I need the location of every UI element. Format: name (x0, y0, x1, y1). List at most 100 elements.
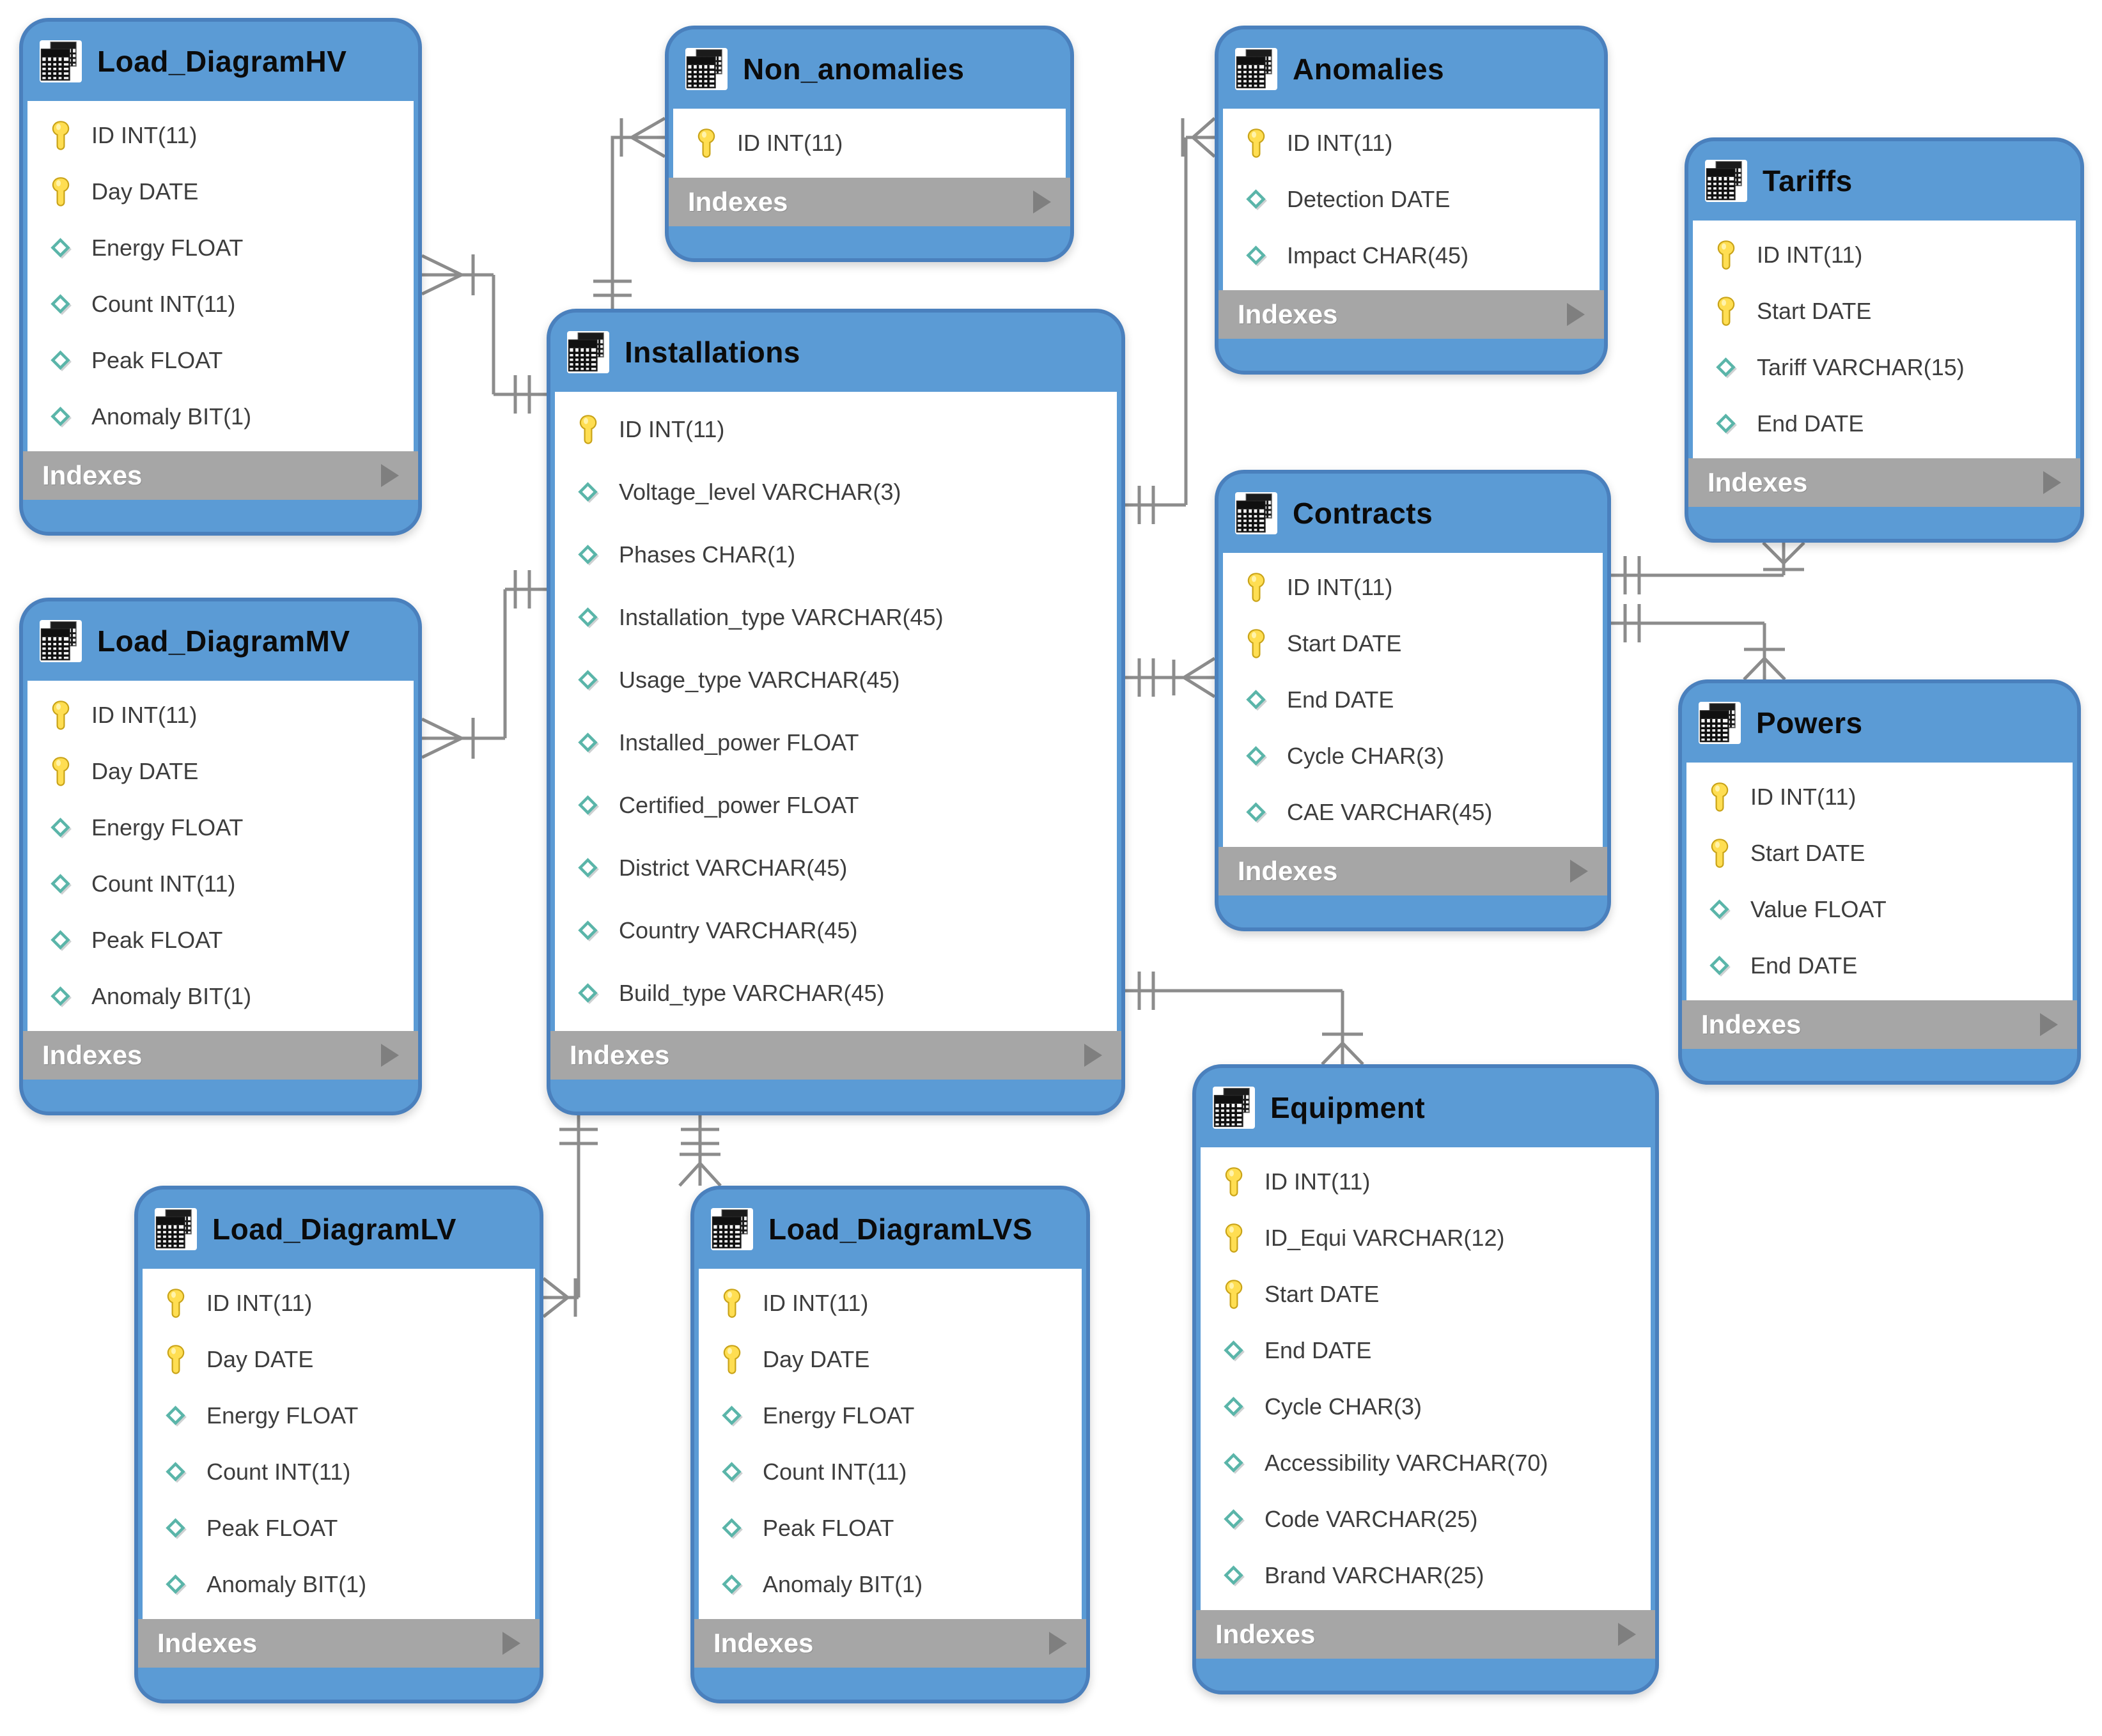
column-row[interactable]: Build_type VARCHAR(45) (555, 962, 1117, 1025)
column-row[interactable]: Peak FLOAT (699, 1500, 1082, 1556)
column-row[interactable]: Day DATE (27, 743, 414, 800)
column-row[interactable]: ID INT(11) (555, 398, 1117, 461)
table-header-load_diagram_lv[interactable]: Load_DiagramLV (138, 1190, 540, 1269)
column-row[interactable]: ID INT(11) (1693, 227, 2076, 283)
table-header-tariffs[interactable]: Tariffs (1688, 141, 2080, 221)
column-row[interactable]: Anomaly BIT(1) (143, 1556, 535, 1613)
indexes-bar-load_diagram_lv[interactable]: Indexes (138, 1619, 540, 1668)
relationship-installations-non_anomalies[interactable]: Installations one-to-many Non_anomalies (593, 116, 666, 309)
column-row[interactable]: Energy FLOAT (143, 1388, 535, 1444)
column-row[interactable]: End DATE (1201, 1322, 1651, 1379)
indexes-bar-powers[interactable]: Indexes (1682, 1000, 2077, 1049)
column-row[interactable]: Start DATE (1223, 616, 1603, 672)
column-row[interactable]: ID INT(11) (673, 115, 1066, 171)
table-non_anomalies[interactable]: Non_anomalies ID INT(11) Indexes (665, 26, 1074, 262)
indexes-bar-installations[interactable]: Indexes (550, 1031, 1121, 1080)
column-row[interactable]: Certified_power FLOAT (555, 774, 1117, 837)
column-row[interactable]: District VARCHAR(45) (555, 837, 1117, 899)
column-row[interactable]: Phases CHAR(1) (555, 523, 1117, 586)
column-row[interactable]: Count INT(11) (27, 276, 414, 332)
column-row[interactable]: ID INT(11) (1201, 1154, 1651, 1210)
indexes-expand-arrow-icon[interactable] (502, 1632, 520, 1655)
indexes-expand-arrow-icon[interactable] (1618, 1623, 1636, 1646)
indexes-expand-arrow-icon[interactable] (1567, 303, 1585, 326)
indexes-bar-load_diagram_hv[interactable]: Indexes (23, 451, 418, 500)
indexes-bar-non_anomalies[interactable]: Indexes (669, 178, 1070, 226)
column-row[interactable]: Cycle CHAR(3) (1223, 728, 1603, 784)
column-row[interactable]: Anomaly BIT(1) (699, 1556, 1082, 1613)
column-row[interactable]: Peak FLOAT (143, 1500, 535, 1556)
indexes-bar-contracts[interactable]: Indexes (1218, 847, 1607, 895)
table-header-load_diagram_lvs[interactable]: Load_DiagramLVS (694, 1190, 1086, 1269)
indexes-bar-anomalies[interactable]: Indexes (1218, 290, 1604, 339)
column-row[interactable]: Peak FLOAT (27, 332, 414, 389)
table-header-non_anomalies[interactable]: Non_anomalies (669, 29, 1070, 109)
relationship-installations-anomalies[interactable]: Installations one-to-many Anomalies (1125, 117, 1216, 524)
table-header-contracts[interactable]: Contracts (1218, 474, 1607, 553)
column-row[interactable]: Anomaly BIT(1) (27, 389, 414, 445)
indexes-expand-arrow-icon[interactable] (2043, 471, 2061, 494)
column-row[interactable]: Count INT(11) (143, 1444, 535, 1500)
column-row[interactable]: End DATE (1686, 938, 2073, 994)
column-row[interactable]: ID INT(11) (1686, 769, 2073, 825)
column-row[interactable]: Energy FLOAT (27, 800, 414, 856)
column-row[interactable]: Anomaly BIT(1) (27, 968, 414, 1025)
indexes-expand-arrow-icon[interactable] (1570, 860, 1588, 883)
column-row[interactable]: ID INT(11) (27, 107, 414, 164)
column-row[interactable]: End DATE (1693, 396, 2076, 452)
indexes-expand-arrow-icon[interactable] (1033, 190, 1051, 213)
column-row[interactable]: Detection DATE (1223, 171, 1600, 228)
indexes-bar-equipment[interactable]: Indexes (1196, 1610, 1655, 1659)
relationship-installations-load_diagramlvs[interactable]: Installations one-to-many Load_DiagramLV… (678, 1115, 722, 1187)
column-row[interactable]: ID INT(11) (27, 687, 414, 743)
column-row[interactable]: CAE VARCHAR(45) (1223, 784, 1603, 841)
table-equipment[interactable]: Equipment ID INT(11)ID_Equi VARCHAR(12)St… (1192, 1064, 1659, 1694)
column-row[interactable]: Installed_power FLOAT (555, 711, 1117, 774)
indexes-bar-tariffs[interactable]: Indexes (1688, 458, 2080, 507)
table-header-anomalies[interactable]: Anomalies (1218, 29, 1604, 109)
indexes-expand-arrow-icon[interactable] (1049, 1632, 1067, 1655)
indexes-bar-load_diagram_mv[interactable]: Indexes (23, 1031, 418, 1080)
column-row[interactable]: ID INT(11) (1223, 115, 1600, 171)
column-row[interactable]: Impact CHAR(45) (1223, 228, 1600, 284)
column-row[interactable]: End DATE (1223, 672, 1603, 728)
column-row[interactable]: Start DATE (1201, 1266, 1651, 1322)
column-row[interactable]: Voltage_level VARCHAR(3) (555, 461, 1117, 523)
table-header-equipment[interactable]: Equipment (1196, 1068, 1655, 1147)
relationship-contracts-powers[interactable]: Contracts one-to-many Powers (1611, 604, 1786, 681)
column-row[interactable]: Day DATE (143, 1331, 535, 1388)
table-header-load_diagram_hv[interactable]: Load_DiagramHV (23, 22, 418, 101)
column-row[interactable]: Start DATE (1686, 825, 2073, 881)
column-row[interactable]: Day DATE (699, 1331, 1082, 1388)
column-row[interactable]: Value FLOAT (1686, 881, 2073, 938)
column-row[interactable]: ID INT(11) (1223, 559, 1603, 616)
column-row[interactable]: Country VARCHAR(45) (555, 899, 1117, 962)
column-row[interactable]: Energy FLOAT (699, 1388, 1082, 1444)
column-row[interactable]: ID INT(11) (143, 1275, 535, 1331)
indexes-expand-arrow-icon[interactable] (2040, 1013, 2058, 1036)
column-row[interactable]: Usage_type VARCHAR(45) (555, 649, 1117, 711)
relationship-contracts-tariffs[interactable]: Contracts one-to-many Tariffs (1611, 541, 1805, 594)
relationship-installations-load_diagrammv[interactable]: Installations one-to-many Load_DiagramMV (421, 570, 547, 759)
column-row[interactable]: ID_Equi VARCHAR(12) (1201, 1210, 1651, 1266)
column-row[interactable]: Tariff VARCHAR(15) (1693, 339, 2076, 396)
column-row[interactable]: Count INT(11) (27, 856, 414, 912)
table-header-powers[interactable]: Powers (1682, 683, 2077, 763)
column-row[interactable]: Peak FLOAT (27, 912, 414, 968)
column-row[interactable]: Code VARCHAR(25) (1201, 1491, 1651, 1547)
table-header-load_diagram_mv[interactable]: Load_DiagramMV (23, 601, 418, 681)
column-row[interactable]: Brand VARCHAR(25) (1201, 1547, 1651, 1604)
relationship-installations-contracts[interactable]: Installations one-to-many Contracts (1125, 656, 1216, 699)
column-row[interactable]: Count INT(11) (699, 1444, 1082, 1500)
indexes-bar-load_diagram_lvs[interactable]: Indexes (694, 1619, 1086, 1668)
column-row[interactable]: Accessibility VARCHAR(70) (1201, 1435, 1651, 1491)
column-row[interactable]: Energy FLOAT (27, 220, 414, 276)
